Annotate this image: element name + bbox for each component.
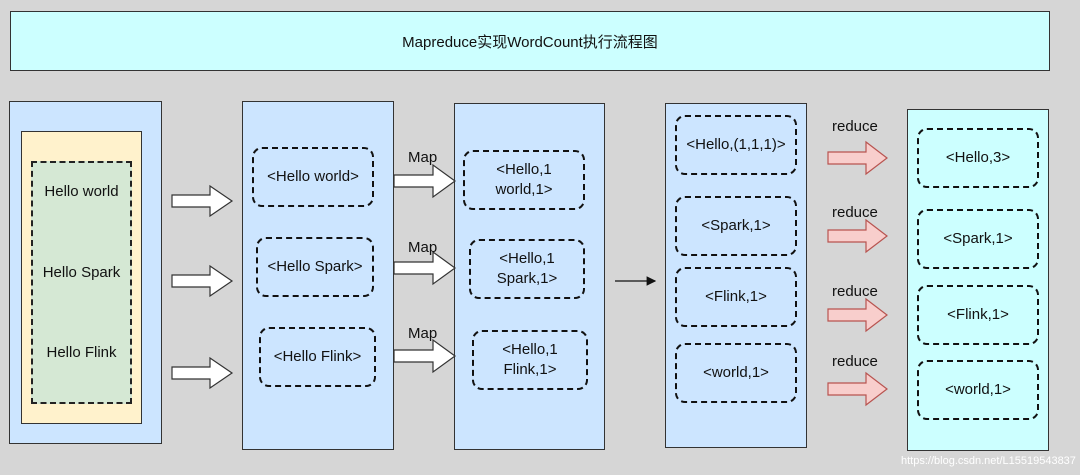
reduce-label-4: reduce [832,353,878,370]
shuffle-item-2: <Spark,1> [675,196,797,256]
shuffle-panel [665,103,807,448]
input-line-3: Hello Flink [46,344,117,361]
shuffle-item-3: <Flink,1> [675,267,797,327]
reduce-arrow-4 [827,371,888,407]
split-item-2: <Hello Spark> [256,237,374,297]
input-to-split-arrow-1 [171,184,234,218]
shuffle-item-1: <Hello,(1,1,1)> [675,115,797,175]
map-label-3: Map [408,325,438,342]
map-output-2: <Hello,1 Spark,1> [469,239,585,299]
diagram-title: Mapreduce实现WordCount执行流程图 [402,33,658,51]
map-arrow-2 [393,250,457,286]
reduce-arrow-2 [827,218,888,254]
shuffle-item-4: <world,1> [675,343,797,403]
input-line-1: Hello world [44,183,119,200]
reduce-label-3: reduce [832,283,878,300]
map-output-3: <Hello,1 Flink,1> [472,330,588,390]
diagram-title-box: Mapreduce实现WordCount执行流程图 [10,11,1050,71]
watermark-text: https://blog.csdn.net/L15519543837 [901,455,1076,467]
map-label-1: Map [408,149,438,166]
reduce-output-panel [907,109,1049,451]
map-label-2: Map [408,239,438,256]
split-item-3: <Hello Flink> [259,327,376,387]
input-to-split-arrow-3 [171,356,234,390]
map-arrow-1 [393,163,457,199]
reduce-label-2: reduce [832,204,878,221]
reduce-result-3: <Flink,1> [917,285,1039,345]
map-output-panel [454,103,605,450]
reduce-label-1: reduce [832,118,878,135]
map-arrow-3 [393,338,457,374]
reduce-arrow-3 [827,297,888,333]
input-lines-box [31,161,132,404]
split-panel [242,101,394,450]
map-output-1: <Hello,1 world,1> [463,150,585,210]
input-line-2: Hello Spark [42,264,121,281]
reduce-arrow-1 [827,140,888,176]
split-item-1: <Hello world> [252,147,374,207]
reduce-result-2: <Spark,1> [917,209,1039,269]
input-to-split-arrow-2 [171,264,234,298]
reduce-result-1: <Hello,3> [917,128,1039,188]
reduce-result-4: <world,1> [917,360,1039,420]
